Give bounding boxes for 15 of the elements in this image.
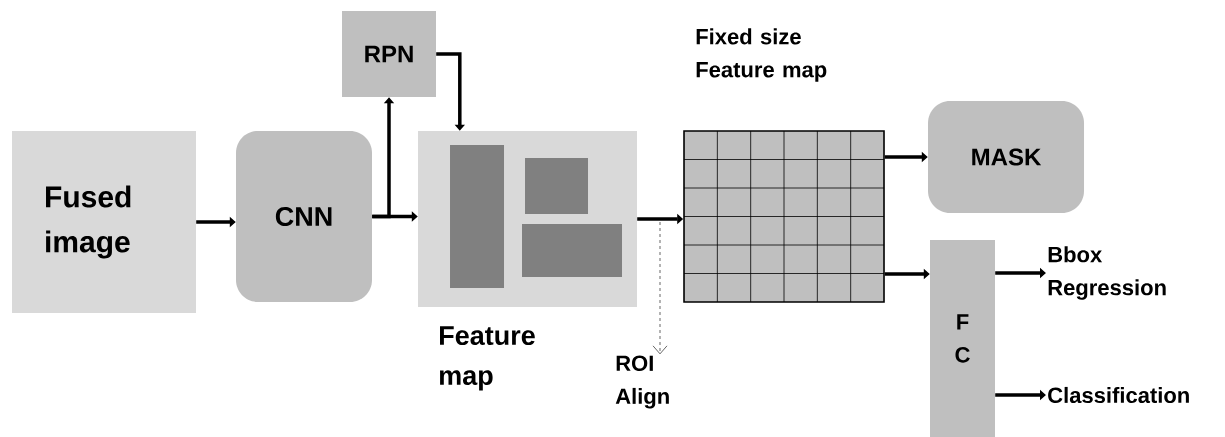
output-label: Bbox Regression — [1048, 246, 1166, 300]
process-bar: F C — [930, 240, 995, 437]
region-box — [450, 145, 504, 288]
region-box — [525, 158, 588, 214]
process-box: MASK — [928, 101, 1084, 213]
heading-label: Fixed size Feature map — [696, 28, 827, 82]
process-box: CNN — [236, 131, 372, 302]
heading-label: Feature map — [440, 326, 535, 391]
arrow — [436, 52, 465, 131]
arrow — [652, 221, 668, 355]
input-box: Fused image — [12, 131, 196, 313]
output-label: Classification — [1048, 386, 1189, 404]
output-label: ROI Align — [615, 355, 669, 409]
region-box — [522, 224, 622, 277]
process-box: RPN — [342, 11, 436, 97]
